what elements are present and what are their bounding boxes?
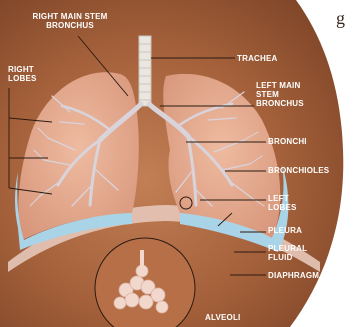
label-pleura: PLEURA <box>268 226 302 235</box>
label-line: FLUID <box>268 253 307 262</box>
label-left-main-stem-bronchus: LEFT MAIN STEM BRONCHUS <box>256 81 304 108</box>
label-line: STEM <box>256 90 304 99</box>
label-line: LEFT MAIN <box>256 81 304 90</box>
label-line: LOBES <box>8 74 37 83</box>
label-left-lobes: LEFT LOBES <box>268 194 297 212</box>
label-trachea: TRACHEA <box>237 54 278 63</box>
label-bronchi: BRONCHI <box>268 137 307 146</box>
label-line: PLEURAL <box>268 244 307 253</box>
label-alveoli: ALVEOLI <box>205 313 240 322</box>
label-bronchioles: BRONCHIOLES <box>268 166 329 175</box>
title-fragment: g <box>336 8 345 29</box>
label-line: LOBES <box>268 203 297 212</box>
trachea <box>139 36 151 106</box>
label-diaphragm: DIAPHRAGM <box>268 271 319 280</box>
label-pleural-fluid: PLEURAL FLUID <box>268 244 307 262</box>
label-right-lobes: RIGHT LOBES <box>8 65 37 83</box>
label-line: BRONCHUS <box>256 99 304 108</box>
label-line: BRONCHUS <box>10 21 130 30</box>
label-line: LEFT <box>268 194 297 203</box>
label-line: RIGHT <box>8 65 37 74</box>
label-right-main-stem-bronchus: RIGHT MAIN STEM BRONCHUS <box>10 12 130 30</box>
label-line: RIGHT MAIN STEM <box>10 12 130 21</box>
